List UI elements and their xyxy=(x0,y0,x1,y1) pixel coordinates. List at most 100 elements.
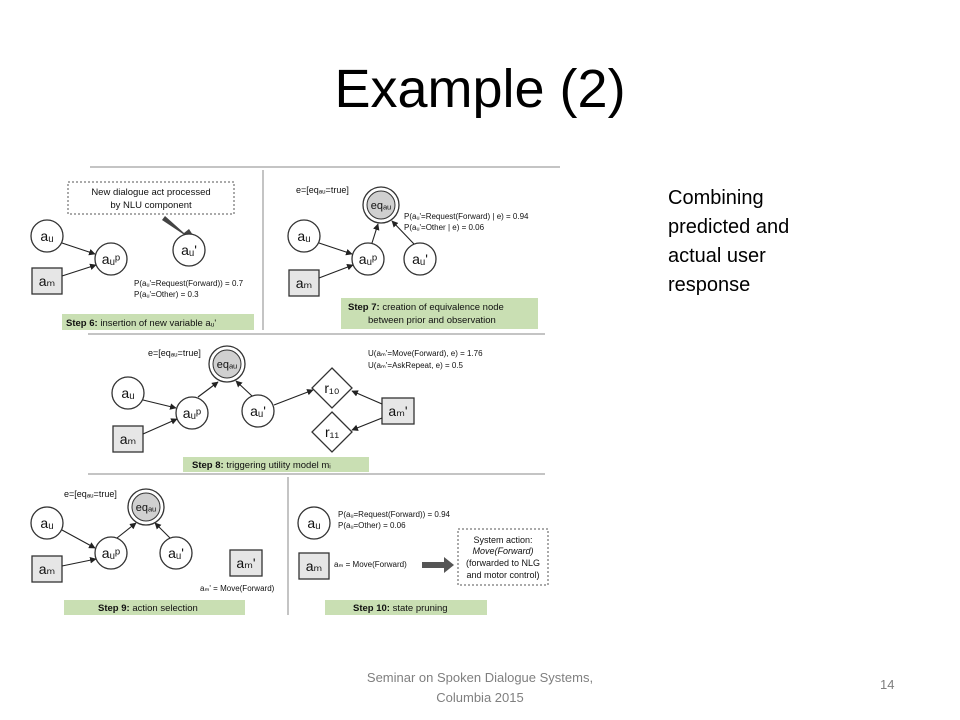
side-note-line-3: actual user xyxy=(668,245,766,267)
edge-aup-eq xyxy=(371,223,380,244)
node-aup xyxy=(94,536,128,570)
side-note-line-2: predicted and xyxy=(668,216,790,238)
node-au xyxy=(287,219,321,253)
node-aup xyxy=(351,242,385,276)
node-aup-label: aᵤᵖ xyxy=(359,251,377,267)
panel-step-10: aᵤ P(aᵤ=Request(Forward)) = 0.94 P(aᵤ=Ot… xyxy=(297,506,549,615)
step-9-caption: Step 9: action selection xyxy=(98,603,198,614)
edge-aup-eq xyxy=(197,381,219,398)
node-am-prime xyxy=(229,549,263,577)
node-eq xyxy=(131,492,161,522)
prob-line-1: P(aᵤ'=Request(Forward) | e) = 0.94 xyxy=(404,212,529,221)
edge-am-aup xyxy=(61,263,97,277)
utility-line-2: U(aₘ'=AskRepeat, e) = 0.5 xyxy=(368,361,464,370)
evidence-label: e=[eqₐᵤ=true] xyxy=(148,348,201,358)
panel-step-7: e=[eqₐᵤ=true] eqₐᵤ P(aᵤ'=Request(Forward… xyxy=(287,185,538,329)
node-r11 xyxy=(311,411,353,453)
node-au-prime-label: aᵤ' xyxy=(412,251,428,267)
right-arrow-icon xyxy=(422,557,454,573)
node-au-prime xyxy=(172,233,206,267)
edge-au-aup xyxy=(318,242,353,256)
node-am-prime-label: aₘ' xyxy=(388,403,407,419)
side-note: Combining predicted and actual user resp… xyxy=(668,184,868,300)
step-7-label-box xyxy=(341,298,538,329)
nlu-note-line-2: by NLU component xyxy=(110,200,192,211)
panel-step-6: New dialogue act processed by NLU compon… xyxy=(30,181,254,330)
step-8-text: triggering utility model mᵢ xyxy=(224,460,332,471)
node-am-label: aₘ xyxy=(39,561,56,577)
evidence-label: e=[eqₐᵤ=true] xyxy=(64,489,117,499)
node-eq xyxy=(366,190,396,220)
node-eq-label: eqₐᵤ xyxy=(217,359,238,371)
step-8-bold: Step 8: xyxy=(192,460,224,471)
step-7-bold: Step 7: xyxy=(348,302,380,313)
node-am-label: aₘ xyxy=(39,273,56,289)
system-action-line-4: and motor control) xyxy=(466,570,539,580)
nlu-note-box xyxy=(67,181,235,215)
prob-line-2: P(aᵤ=Other) = 0.06 xyxy=(338,521,406,530)
system-action-line-1: System action: xyxy=(473,535,532,545)
node-aup xyxy=(175,396,209,430)
node-au xyxy=(297,506,331,540)
node-am xyxy=(31,267,63,295)
action-value: aₘ' = Move(Forward) xyxy=(200,584,275,593)
node-au-label: aᵤ xyxy=(40,228,53,244)
edge-au-aup xyxy=(61,242,96,256)
edge-auprime-eq xyxy=(235,380,253,397)
edge-auprime-eq xyxy=(154,522,171,539)
step-10-text: state pruning xyxy=(390,603,448,614)
evidence-label: e=[eqₐᵤ=true] xyxy=(296,185,349,195)
node-am xyxy=(112,425,144,453)
node-am xyxy=(31,555,63,583)
node-au-label: aᵤ xyxy=(40,515,53,531)
panel-step-9: e=[eqₐᵤ=true] eqₐᵤ aᵤ aₘ aᵤᵖ aᵤ' aₘ' aₘ'… xyxy=(30,488,275,615)
edge-au-aup xyxy=(142,399,177,410)
node-eq-label: eqₐᵤ xyxy=(136,502,157,514)
utility-line-1: U(aₘ'=Move(Forward), e) = 1.76 xyxy=(368,349,483,358)
step-7-caption: Step 7: creation of equivalence node xyxy=(348,302,504,313)
node-au-prime-label: aᵤ' xyxy=(168,545,184,561)
edge-am-aup xyxy=(142,418,178,435)
step-6-caption: Step 6: insertion of new variable aᵤ' xyxy=(66,318,216,329)
node-eq xyxy=(212,349,242,379)
step-8-label-box xyxy=(183,457,369,472)
node-au-prime xyxy=(241,394,275,428)
step-10-bold: Step 10: xyxy=(353,603,390,614)
edge-auprime-r10 xyxy=(273,389,314,406)
node-r10 xyxy=(311,367,353,409)
node-aup-label: aᵤᵖ xyxy=(183,405,201,421)
step-9-label-box xyxy=(64,600,245,615)
node-au-label: aᵤ xyxy=(121,385,134,401)
node-aup-label: aᵤᵖ xyxy=(102,251,120,267)
step-7-text: creation of equivalence node xyxy=(380,302,504,313)
edge-aup-eq xyxy=(116,522,137,539)
slide-title: Example (2) xyxy=(334,59,626,119)
side-note-line-1: Combining xyxy=(668,187,764,209)
node-aup xyxy=(94,242,128,276)
prob-line-2: P(aᵤ'=Other) = 0.3 xyxy=(134,290,199,299)
edge-auprime-eq xyxy=(391,220,415,245)
page-number: 14 xyxy=(880,677,895,692)
node-aup-label: aᵤᵖ xyxy=(102,545,120,561)
node-au-prime-label: aᵤ' xyxy=(181,242,197,258)
edge-amprime-r10 xyxy=(351,390,383,405)
edge-am-aup xyxy=(61,556,97,567)
prob-line-2: P(aᵤ'=Other | e) = 0.06 xyxy=(404,223,485,232)
node-am-label: aₘ xyxy=(306,558,323,574)
node-au xyxy=(30,506,64,540)
node-am-label: aₘ xyxy=(296,275,313,291)
system-action-line-3: (forwarded to NLG xyxy=(466,558,540,568)
step-10-caption: Step 10: state pruning xyxy=(353,603,448,614)
node-au-label: aᵤ xyxy=(297,228,310,244)
node-am-prime xyxy=(381,397,415,425)
edge-amprime-r11 xyxy=(351,417,383,431)
system-action-line-2: Move(Forward) xyxy=(472,546,533,556)
step-6-bold: Step 6: xyxy=(66,318,98,329)
node-eq-label: eqₐᵤ xyxy=(371,200,392,212)
nlu-note-line-1: New dialogue act processed xyxy=(91,187,210,198)
footer-line-2: Columbia 2015 xyxy=(436,690,524,705)
node-au xyxy=(111,376,145,410)
step-7-caption-2: between prior and observation xyxy=(368,315,496,326)
prob-line-1: P(aᵤ'=Request(Forward)) = 0.7 xyxy=(134,279,244,288)
